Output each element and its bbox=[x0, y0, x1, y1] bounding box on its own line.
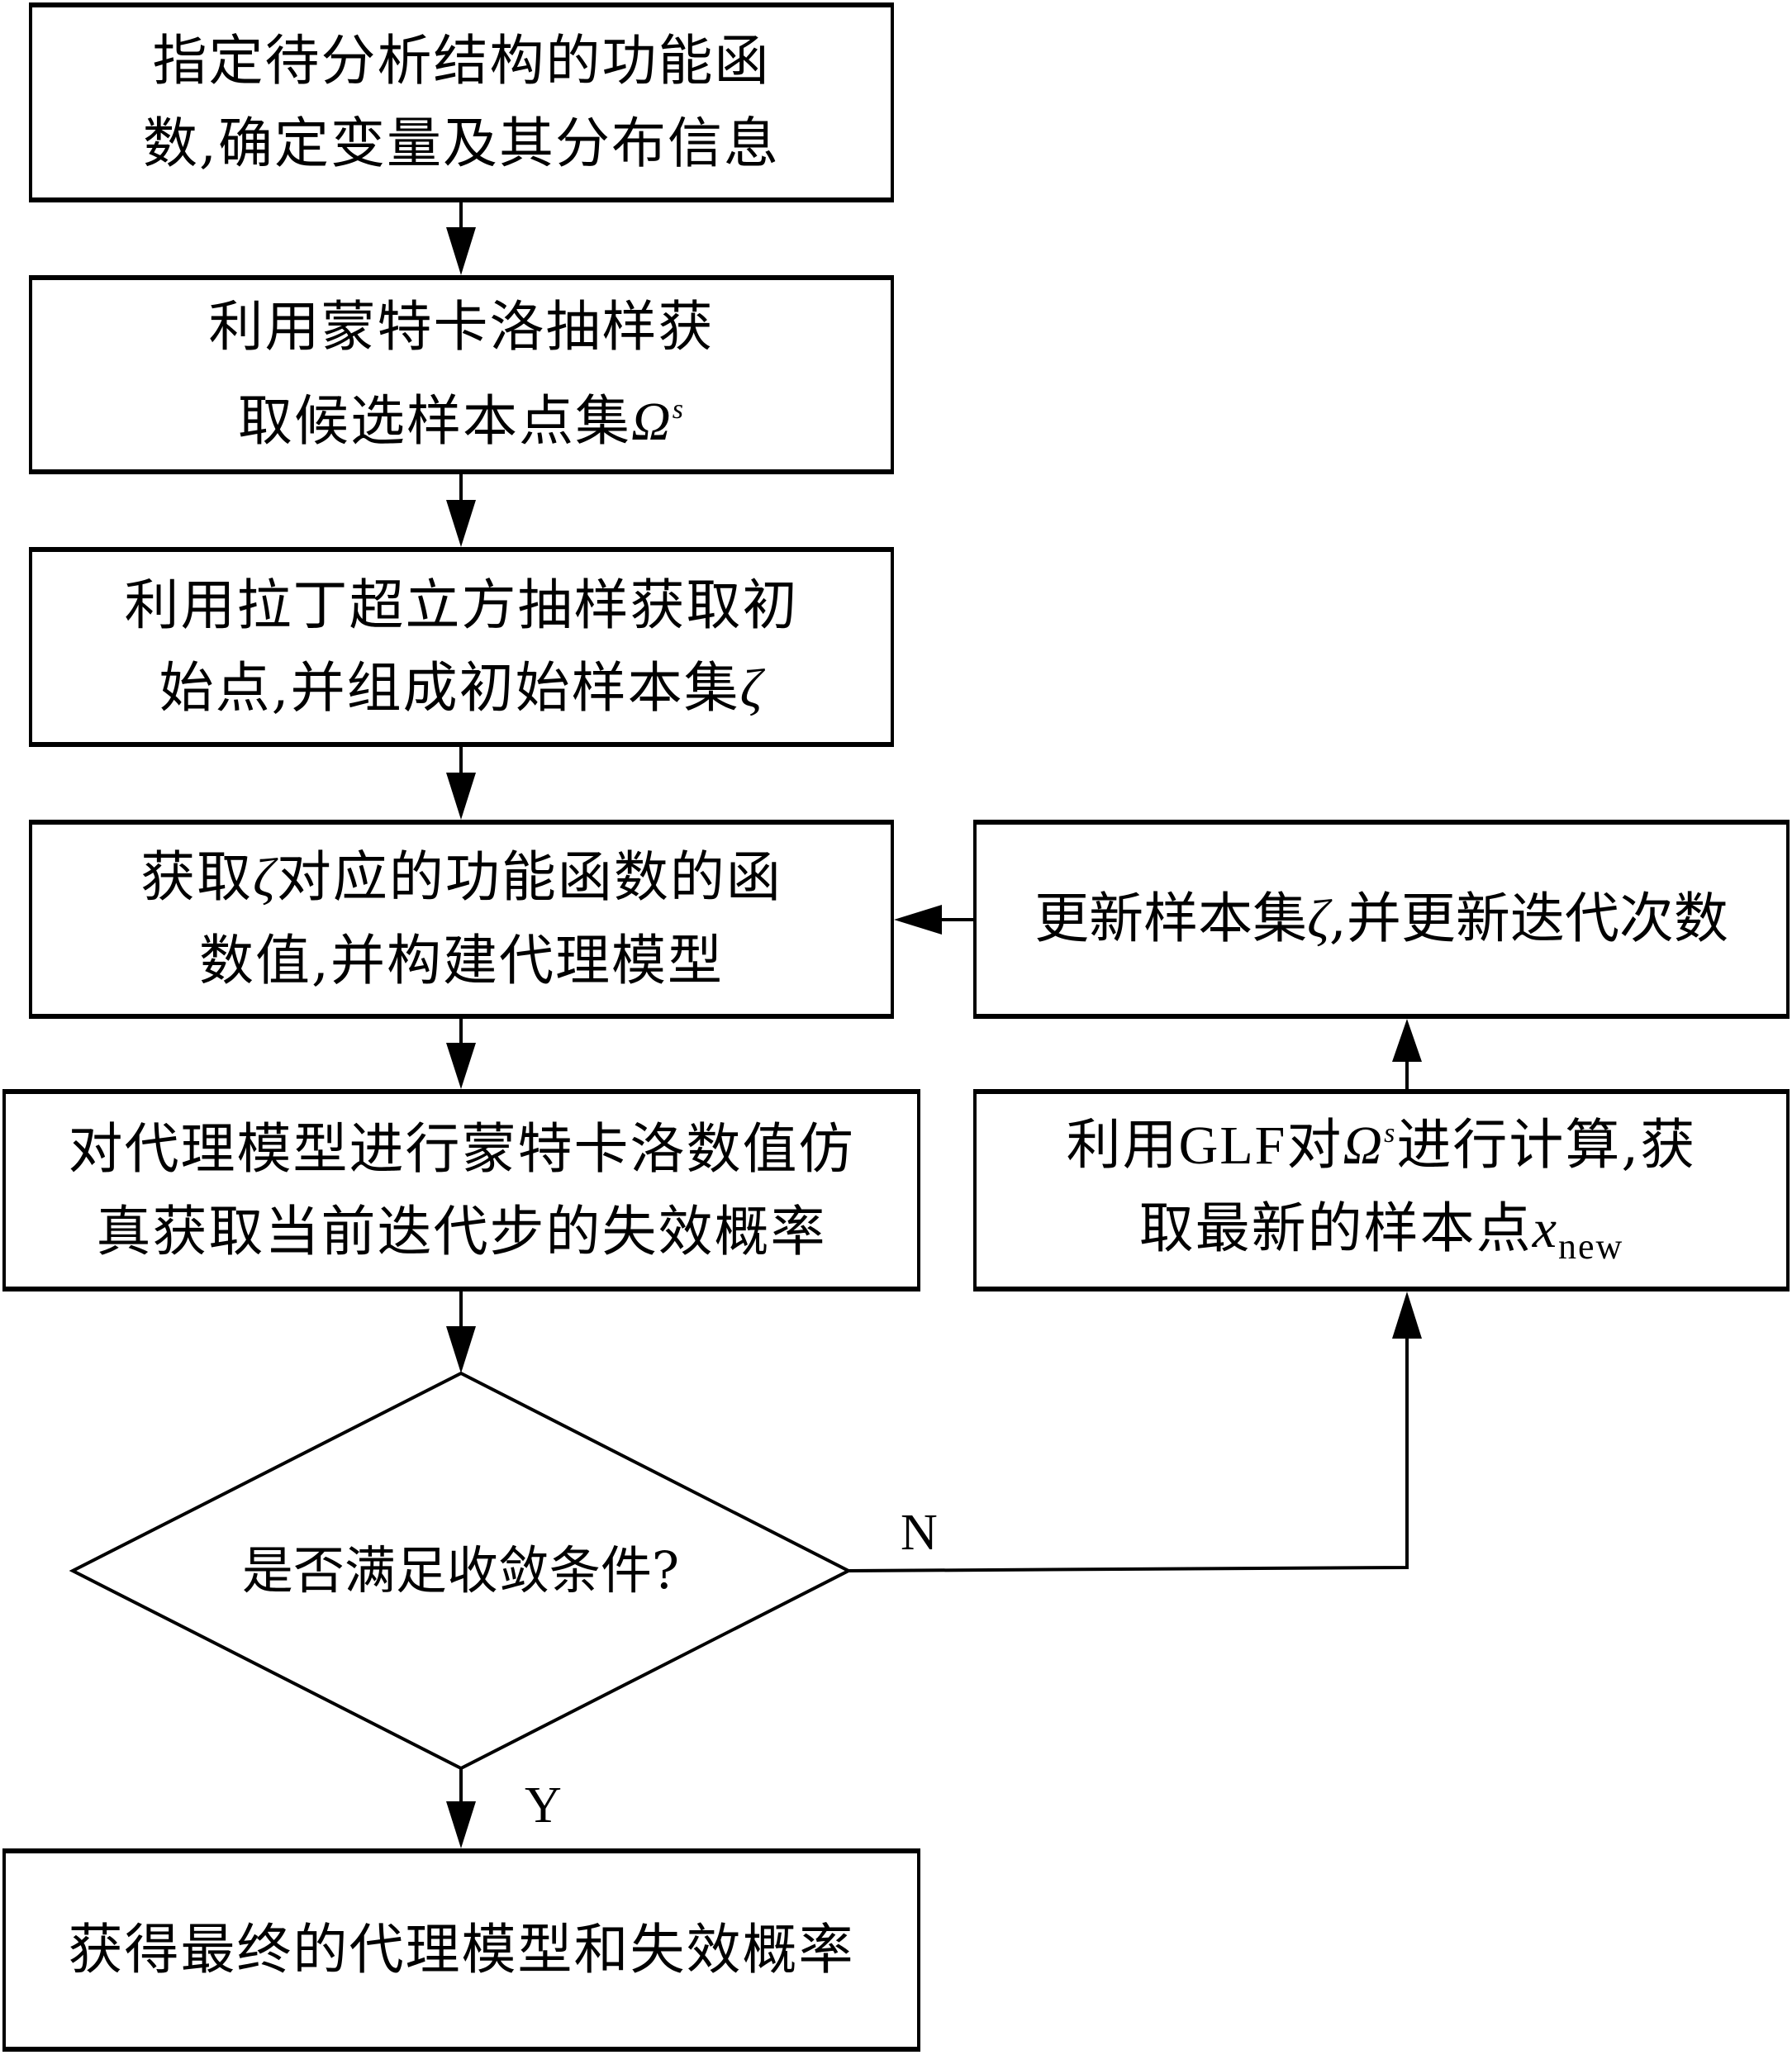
x-symbol: x bbox=[1532, 1199, 1558, 1259]
arrowhead-check-no bbox=[1392, 1292, 1422, 1339]
omega-symbol: Ω bbox=[1343, 1116, 1385, 1176]
text: 始点,并组成初始样本集 bbox=[159, 655, 740, 720]
step-text-line1: 利用拉丁超立方抽样获取初 bbox=[124, 573, 799, 637]
step-text-line1: 指定待分析结构的功能函 bbox=[152, 29, 771, 93]
text: ,并更新迭代次数 bbox=[1329, 887, 1728, 950]
zeta-symbol: ζ bbox=[1307, 889, 1329, 949]
step-text: 获得最终的代理模型和失效概率 bbox=[68, 1918, 855, 1981]
subscript-new: new bbox=[1557, 1226, 1624, 1267]
step-text-line1: 利用蒙特卡洛抽样获 bbox=[208, 295, 715, 359]
step-latin-hypercube-initial: 利用拉丁超立方抽样获取初 始点,并组成初始样本集ζ bbox=[29, 547, 894, 747]
step-text-line1: 利用GLF对Ωs进行计算,获 bbox=[1067, 1092, 1697, 1187]
text: 更新样本集 bbox=[1034, 887, 1308, 950]
step-final-result: 获得最终的代理模型和失效概率 bbox=[2, 1848, 920, 2052]
arrowhead-surrogate-to-sim bbox=[446, 1043, 476, 1089]
arrowhead-sim-to-check bbox=[446, 1326, 476, 1373]
text: 取最新的样本点 bbox=[1138, 1196, 1533, 1260]
zeta-symbol: ζ bbox=[739, 658, 764, 719]
step-monte-carlo-simulation: 对代理模型进行蒙特卡洛数值仿 真获取当前迭代步的失效概率 bbox=[2, 1089, 920, 1292]
arrowhead-check-yes bbox=[446, 1801, 476, 1848]
superscript-s: s bbox=[1384, 1118, 1397, 1149]
arrowhead-define-to-mc bbox=[446, 227, 476, 275]
text: 获取 bbox=[140, 845, 254, 909]
decision-text: 是否满足收敛条件? bbox=[241, 1540, 680, 1601]
step-text-line2: 真获取当前迭代步的失效概率 bbox=[96, 1199, 827, 1263]
branch-label-yes: Y bbox=[525, 1777, 562, 1834]
arrow-check-no bbox=[848, 1330, 1409, 1572]
glf-label: GLF bbox=[1178, 1116, 1287, 1176]
step-glf-select-new-point: 利用GLF对Ωs进行计算,获 取最新的样本点xnew bbox=[973, 1089, 1790, 1292]
step-text: 更新样本集ζ,并更新迭代次数 bbox=[1034, 878, 1728, 961]
step-text-line2: 始点,并组成初始样本集ζ bbox=[159, 647, 764, 730]
step-monte-carlo-candidates: 利用蒙特卡洛抽样获 取候选样本点集Ωs bbox=[29, 275, 894, 474]
step-update-sample-set: 更新样本集ζ,并更新迭代次数 bbox=[973, 820, 1790, 1019]
arrowhead-mc-to-lhs bbox=[446, 500, 476, 547]
step-text-line2: 数值,并构建代理模型 bbox=[199, 929, 724, 992]
superscript-s: s bbox=[672, 394, 685, 425]
zeta-symbol: ζ bbox=[253, 848, 277, 908]
step-text-line1: 获取ζ对应的功能函数的函 bbox=[140, 836, 782, 920]
arrowhead-lhs-to-surrogate bbox=[446, 773, 476, 820]
arrowhead-glf-to-update bbox=[1392, 1019, 1422, 1062]
text: 进行计算,获 bbox=[1396, 1113, 1697, 1177]
step-text-line2: 取候选样本点集Ωs bbox=[238, 369, 685, 464]
text: 对应的功能函数的函 bbox=[276, 845, 782, 909]
omega-symbol: Ω bbox=[631, 392, 673, 452]
text: 取候选样本点集 bbox=[238, 389, 632, 453]
step-text-line1: 对代理模型进行蒙特卡洛数值仿 bbox=[68, 1116, 855, 1181]
text: 利用 bbox=[1066, 1113, 1179, 1177]
step-text-line2: 数,确定变量及其分布信息 bbox=[143, 112, 780, 175]
step-define-performance-function: 指定待分析结构的功能函 数,确定变量及其分布信息 bbox=[29, 2, 894, 202]
step-build-surrogate: 获取ζ对应的功能函数的函 数值,并构建代理模型 bbox=[29, 820, 894, 1019]
branch-label-no: N bbox=[901, 1505, 938, 1561]
arrowhead-update-to-surrogate bbox=[894, 905, 942, 935]
step-text-line2: 取最新的样本点xnew bbox=[1139, 1187, 1624, 1288]
text: 对 bbox=[1286, 1113, 1343, 1177]
